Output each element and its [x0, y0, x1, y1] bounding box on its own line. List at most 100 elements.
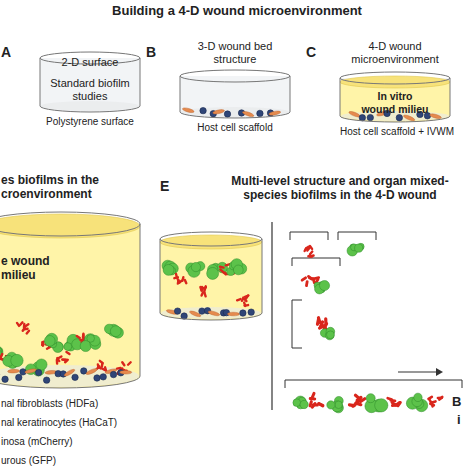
- keratinocyte-cell: [16, 374, 22, 380]
- mcherry-bacteria: [386, 397, 394, 402]
- mcherry-bacteria: [308, 276, 315, 280]
- legend-text: inosa (mCherry): [1, 436, 73, 448]
- legend-text: urous (GFP): [1, 455, 56, 467]
- keratinocyte-cell: [100, 374, 106, 380]
- growth-arrow: [398, 371, 436, 372]
- mcherry-bacteria: [427, 395, 434, 401]
- dish-group: [340, 72, 450, 122]
- gfp-bacteria: [414, 393, 422, 401]
- keratinocyte-cell: [35, 369, 41, 375]
- mcherry-bacteria: [61, 358, 67, 361]
- mcherry-bacteria: [82, 332, 85, 338]
- legend-text: nal fibroblasts (HDFa): [1, 398, 98, 410]
- mcherry-bacteria: [310, 391, 316, 399]
- keratinocyte-cell: [367, 114, 373, 120]
- mcherry-bacteria: [317, 402, 325, 407]
- panel-heading: 3-D wound bed structure: [185, 40, 285, 66]
- culture-dish: 3-D wound bed structureHost cell scaffol…: [168, 38, 302, 138]
- keratinocyte-cell: [240, 310, 246, 316]
- arrow-head: [436, 368, 443, 376]
- mcherry-bacteria: [199, 286, 203, 292]
- mcherry-bacteria: [62, 359, 68, 362]
- dish-group: [0, 212, 140, 388]
- keratinocyte-cell: [2, 376, 8, 382]
- mcherry-bacteria: [317, 402, 325, 408]
- keratinocyte-cell: [200, 107, 206, 113]
- fibroblast-cell: [85, 367, 97, 375]
- fibroblast-cell: [120, 370, 132, 374]
- dish-rim: [340, 72, 450, 84]
- legend-text: nal keratinocytes (HaCaT): [1, 417, 117, 429]
- fibroblast-cell: [403, 114, 415, 122]
- mcherry-bacteria: [390, 400, 397, 407]
- gfp-bacteria: [25, 364, 36, 375]
- gfp-bacteria: [110, 326, 121, 337]
- panel-heading: e wound milieu: [1, 254, 55, 283]
- mcherry-bacteria: [75, 334, 81, 339]
- panel-label: B: [146, 44, 160, 61]
- panel-text: Polystyrene surface: [28, 116, 152, 128]
- dish-floor: [41, 101, 139, 111]
- gfp-bacteria: [207, 267, 219, 279]
- mcherry-bacteria: [176, 279, 179, 285]
- mcherry-bacteria: [324, 317, 327, 325]
- wound-milieu-liquid: [160, 242, 262, 320]
- panel-text: Host cell scaffold + IVWM: [324, 126, 470, 138]
- bracket: [338, 232, 376, 240]
- mcherry-bacteria: [430, 401, 434, 408]
- fibroblast-cell: [227, 312, 239, 316]
- gfp-bacteria: [163, 264, 174, 275]
- mcherry-bacteria: [183, 278, 188, 284]
- dish-floor: [181, 107, 289, 117]
- figure-title: Building a 4-D wound microenvironment: [0, 3, 474, 19]
- fibroblast-cell: [212, 109, 224, 115]
- dish-floor: [161, 307, 261, 319]
- mcherry-bacteria: [308, 250, 314, 256]
- gfp-bacteria: [375, 399, 388, 412]
- gfp-bacteria: [366, 394, 375, 403]
- panel-label: i: [457, 412, 467, 428]
- panel-label: C: [306, 44, 320, 61]
- bracket: [292, 300, 302, 348]
- keratinocyte-cell: [94, 375, 100, 381]
- culture-dish: 2-D surfaceStandard biofilm studiesPolys…: [28, 46, 152, 136]
- gfp-bacteria: [217, 262, 228, 273]
- biofilm-clusters: [293, 243, 444, 413]
- gfp-bacteria: [335, 401, 343, 409]
- fibroblast-cell: [242, 110, 255, 117]
- mcherry-bacteria: [203, 291, 207, 297]
- panel-text: In vitro wound milieu: [360, 90, 430, 115]
- mcherry-bacteria: [305, 280, 309, 287]
- keratinocyte-cell: [257, 110, 263, 116]
- panel-label: B: [452, 394, 468, 410]
- liquid-surface: [160, 235, 262, 249]
- gfp-bacteria: [36, 359, 47, 370]
- gfp-bacteria: [44, 336, 55, 347]
- fibroblast-cell: [208, 310, 221, 317]
- mcherry-bacteria: [391, 404, 398, 408]
- gfp-bacteria: [326, 331, 334, 339]
- keratinocyte-cell: [174, 308, 180, 314]
- keratinocyte-cell: [72, 374, 78, 380]
- panel-e-illustration: [160, 232, 262, 320]
- mcherry-bacteria: [175, 273, 179, 279]
- gfp-bacteria: [355, 244, 363, 252]
- wound-milieu-liquid: [0, 226, 140, 388]
- mcherry-bacteria: [437, 397, 444, 400]
- panel-heading: 2-D surface: [40, 56, 140, 69]
- keratinocyte-cell: [110, 371, 116, 377]
- bracket: [292, 258, 340, 266]
- mcherry-bacteria: [56, 359, 59, 365]
- dish-outline: [160, 239, 262, 320]
- panel-label: A: [1, 44, 15, 61]
- mcherry-bacteria: [18, 321, 24, 327]
- dish-rim: [180, 70, 290, 82]
- gfp-bacteria: [87, 335, 95, 343]
- mcherry-bacteria: [438, 395, 445, 401]
- culture-dish: 4-D wound microenvironment In vitro wound…: [322, 38, 472, 144]
- panel-heading: 4-D wound microenvironment: [345, 40, 445, 66]
- dish-rim: [0, 212, 140, 236]
- mcherry-bacteria: [96, 363, 100, 369]
- dish-rim: [160, 232, 262, 246]
